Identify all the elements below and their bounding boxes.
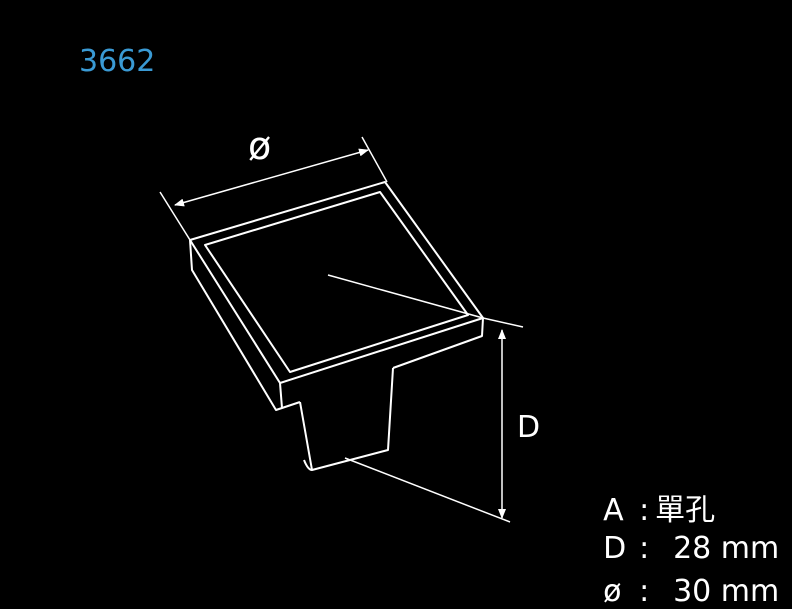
spec-sep: :: [639, 493, 650, 528]
spec-row-d: D:28 mm: [584, 496, 779, 566]
spec-key: A: [603, 493, 624, 528]
spec-key: D: [603, 531, 627, 566]
spec-value: 28 mm: [673, 531, 780, 566]
depth-dimension: [327, 274, 524, 523]
knob-neck: [299, 367, 394, 471]
diameter-dimension: [159, 136, 388, 241]
knob-cap-side: [189, 239, 484, 411]
spec-sep: :: [639, 531, 650, 566]
spec-row-diameter: ø:30 mm: [584, 539, 779, 609]
depth-label: D: [517, 410, 541, 445]
diameter-symbol-label: ø: [248, 124, 272, 168]
spec-value: 單孔: [655, 493, 716, 528]
spec-key: ø: [603, 574, 622, 609]
spec-sep: :: [639, 574, 650, 609]
spec-row-a: A:單孔: [584, 450, 715, 529]
model-number: 3662: [79, 44, 156, 79]
knob-top-face: [189, 181, 484, 384]
spec-value: 30 mm: [673, 574, 780, 609]
